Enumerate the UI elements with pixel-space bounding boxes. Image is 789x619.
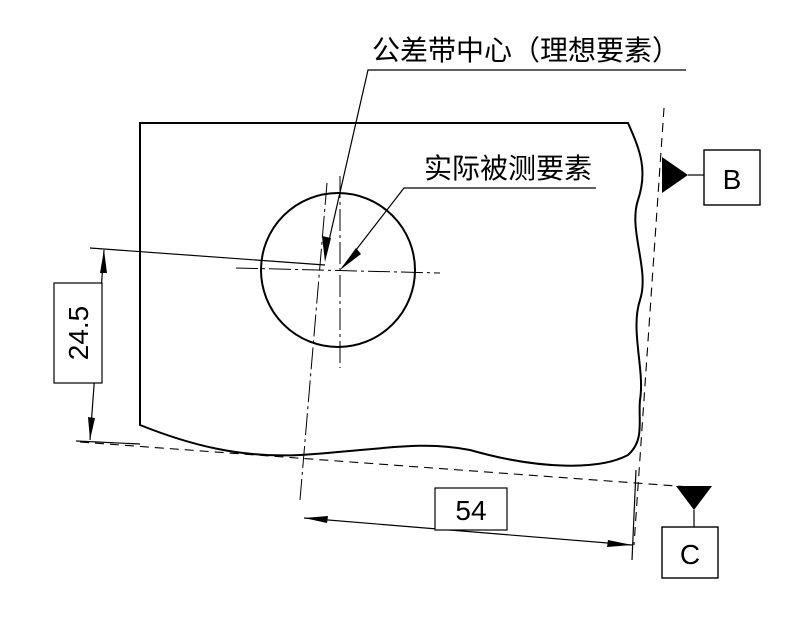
leader-actual-feature-arrow [340,248,361,270]
dim-24-ext-bottom [75,440,141,445]
dim-54-box [434,487,508,531]
ideal-centerline [299,182,328,501]
datum-c-label: C [680,539,700,570]
datum-b-box [703,149,761,206]
actual-feature-label: 实际被测要素 [424,152,592,185]
dim-24-arrow-bottom [88,417,95,440]
dim-24-text: 24.5 [63,306,94,361]
part-outline [139,122,644,467]
hole-circle [260,192,416,348]
leader-actual-feature [341,187,596,269]
datum-c-line [79,441,691,488]
datum-c-triangle [676,486,712,510]
tolerance-center-label: 公差带中心（理想要素） [372,34,680,67]
dim-24-box [53,282,103,384]
leader-tolerance-center [324,69,686,259]
dim-54-arrow-left [304,516,328,523]
datum-b-line [633,107,665,546]
datum-c-box [661,526,719,579]
dim-24-ext-top [89,247,326,266]
dim-24-arrow-top [100,250,107,273]
dim-54-ext-right [631,469,637,561]
datum-b-label: B [723,164,742,195]
dim-54-line [303,517,633,546]
hole-horizontal-centerline [235,267,441,274]
datum-b-triangle [662,157,688,193]
dim-54-arrow-right [607,540,632,547]
dim-54-text: 54 [455,495,486,526]
leader-tolerance-center-arrow [322,236,331,262]
